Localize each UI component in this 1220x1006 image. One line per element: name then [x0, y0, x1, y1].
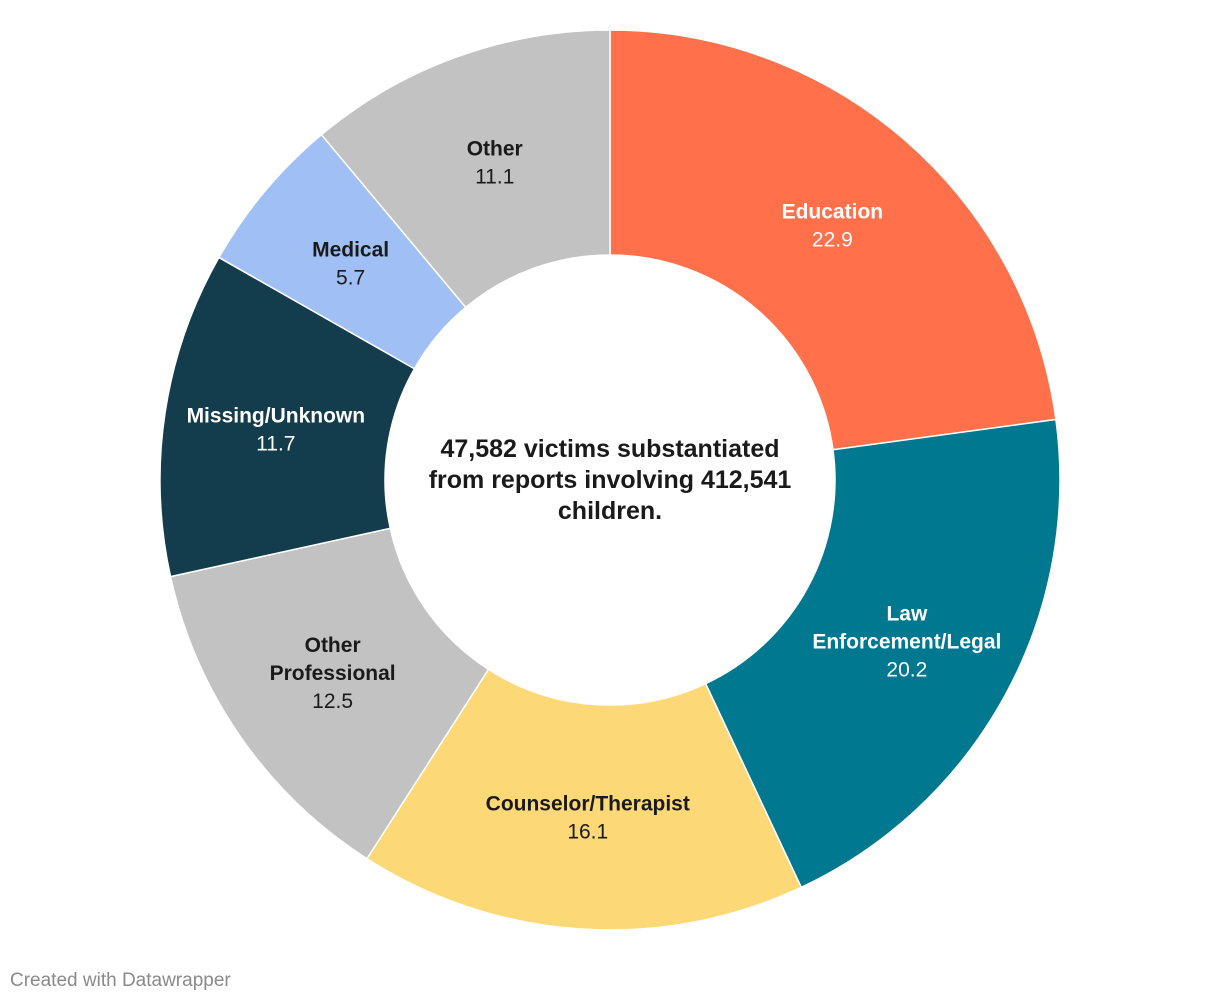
slice-label-medical: Medical 5.7 — [312, 238, 389, 289]
slice-label-name: Other — [467, 137, 523, 160]
slice-label-value: 22.9 — [812, 228, 853, 251]
slice-label-name: Professional — [270, 662, 396, 685]
slice-label-name: Education — [782, 200, 884, 223]
slice-other-professional[interactable] — [169, 527, 490, 860]
slice-label-value: 11.1 — [475, 165, 514, 188]
slice-label-value: 5.7 — [336, 266, 365, 289]
slice-label-other: Other 11.1 — [467, 137, 523, 188]
slice-label-name: Medical — [312, 238, 389, 261]
slice-label-value: 16.1 — [567, 820, 608, 843]
donut-slices — [159, 29, 1061, 931]
slice-label-name: Law — [886, 602, 928, 625]
slice-label-value: 11.7 — [256, 432, 295, 455]
slice-label-name: Other — [305, 634, 361, 657]
slice-missing-unknown[interactable] — [159, 256, 416, 578]
center-text: 47,582 victims substantiated from report… — [428, 435, 792, 525]
slice-law-enforcement-legal[interactable] — [704, 418, 1061, 889]
slice-label-missing-unknown: Missing/Unknown 11.7 — [187, 404, 366, 455]
slice-label-value: 12.5 — [312, 690, 353, 713]
slice-education[interactable] — [609, 29, 1057, 451]
slice-label-name: Missing/Unknown — [187, 404, 366, 427]
slice-other[interactable] — [320, 29, 611, 309]
datawrapper-credit: Created with Datawrapper — [10, 970, 231, 991]
slice-label-name: Enforcement/Legal — [812, 630, 1001, 653]
slice-counselor-therapist[interactable] — [365, 668, 803, 931]
slice-label-education: Education 22.9 — [782, 200, 884, 251]
slice-label-counselor-therapist: Counselor/Therapist 16.1 — [486, 792, 690, 843]
slice-label-name: Counselor/Therapist — [486, 792, 690, 815]
slice-label-value: 20.2 — [886, 658, 927, 681]
